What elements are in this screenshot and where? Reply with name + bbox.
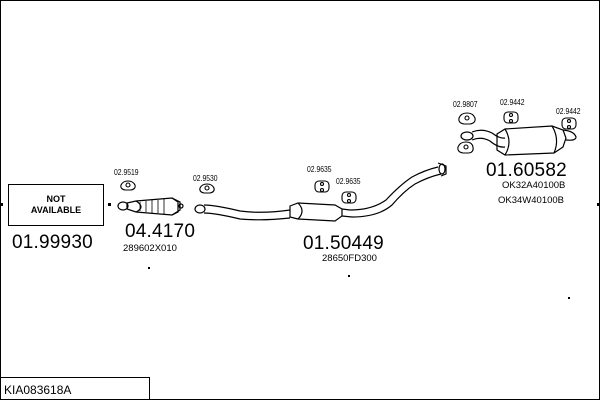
diagram-code: KIA083618A <box>0 377 150 399</box>
accessory-label-2[interactable]: 02.9530 <box>193 173 218 183</box>
dot-marker-1 <box>148 267 150 269</box>
dot-marker-2 <box>348 275 350 277</box>
part-number-box[interactable]: 01.99930 <box>12 232 93 253</box>
not-available-line-1: NOT <box>46 194 66 204</box>
part-number-middle[interactable]: 01.50449 <box>303 233 384 254</box>
not-available-box: NOT AVAILABLE <box>8 184 104 226</box>
rear-silencer-part[interactable] <box>460 125 577 156</box>
accessory-label-3[interactable]: 02.9635 <box>307 164 332 174</box>
middle-pipe-part[interactable] <box>194 162 447 222</box>
dot-marker-3 <box>568 297 570 299</box>
accessory-label-6[interactable]: 02.9442 <box>500 97 525 107</box>
gasket-part-3[interactable] <box>458 112 476 125</box>
part-number-rear[interactable]: 01.60582 <box>486 160 567 181</box>
hanger-part-2[interactable] <box>341 191 357 204</box>
accessory-label-4[interactable]: 02.9635 <box>336 176 361 186</box>
hanger-part-3[interactable] <box>503 111 519 124</box>
part-number-catalyst[interactable]: 04.4170 <box>125 221 196 242</box>
hanger-part-1[interactable] <box>314 180 330 193</box>
hanger-part-4[interactable] <box>561 117 577 130</box>
catalytic-converter-part[interactable] <box>117 197 184 216</box>
not-available-line-2: AVAILABLE <box>30 205 82 215</box>
gasket-part-4[interactable] <box>457 141 474 154</box>
oem-number-catalyst: 289602X010 <box>123 243 177 254</box>
accessory-label-1[interactable]: 02.9519 <box>114 167 139 177</box>
gasket-part-1[interactable] <box>120 180 136 191</box>
edge-marker-left <box>0 203 3 206</box>
edge-marker-right <box>597 203 600 206</box>
accessory-label-7[interactable]: 02.9442 <box>556 106 581 116</box>
accessory-label-5[interactable]: 02.9807 <box>453 99 478 109</box>
oem-number-rear-1: OK32A40100B <box>502 180 566 191</box>
oem-number-middle: 28650FD300 <box>322 253 377 264</box>
gasket-part-2[interactable] <box>199 183 215 194</box>
oem-number-rear-2: OK34W40100B <box>498 195 565 206</box>
edge-marker-box <box>108 203 111 206</box>
